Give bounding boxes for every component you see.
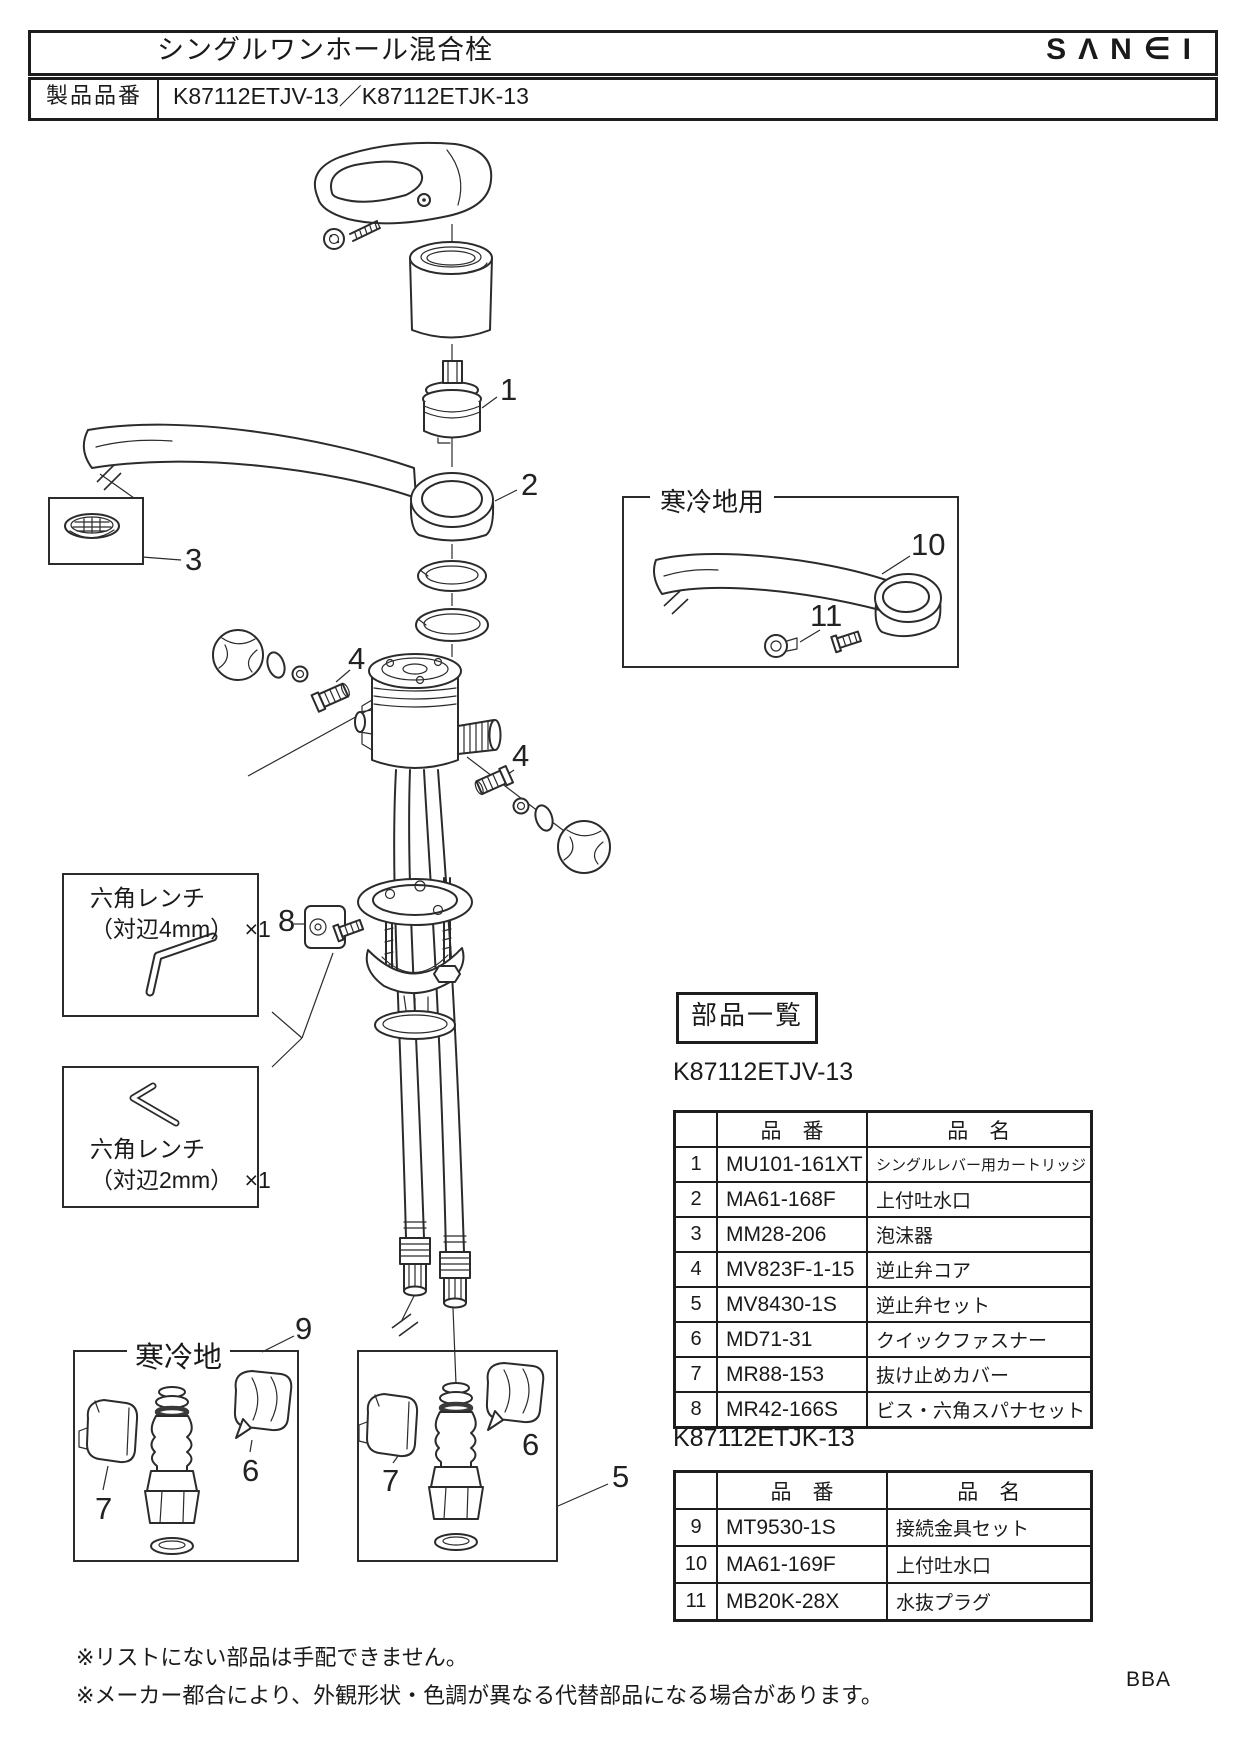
table-row: 11 MB20K-28X 水抜プラグ <box>673 1582 1092 1622</box>
table-row: 9 MT9530-1S 接続金具セット <box>673 1508 1092 1547</box>
table-row: 3 MM28-206 泡沫器 <box>673 1216 1092 1253</box>
product-number-label: 製品品番 <box>31 80 159 118</box>
hex2-label-line2: （対辺2mm） ×1 <box>90 1167 271 1193</box>
aerator-box <box>48 497 144 565</box>
table-row: 4 MV823F-1-15 逆止弁コア <box>673 1251 1092 1288</box>
hex4-label-line1: 六角レンチ <box>90 885 205 911</box>
table-header-row: 品 番 品 名 <box>673 1110 1092 1148</box>
parts-list-title-box: 部品一覧 <box>676 992 818 1044</box>
callout-cold-spout: 10 <box>911 527 946 562</box>
col-header-part-number: 品 番 <box>716 1110 868 1148</box>
cold-region-set-label: 寒冷地 <box>127 1334 231 1376</box>
table-header-row: 品 番 品 名 <box>673 1470 1092 1510</box>
table-row: 5 MV8430-1S 逆止弁セット <box>673 1286 1092 1323</box>
hex4-label-line2: （対辺4mm） ×1 <box>90 916 271 942</box>
col-header-part-name: 品 名 <box>886 1470 1092 1510</box>
callout-connector-set: 9 <box>295 1311 313 1346</box>
table-row: 1 MU101-161XT シングルレバー用カートリッジ <box>673 1146 1092 1183</box>
product-number-bar: 製品品番 K87112ETJV-13／K87112ETJK-13 <box>28 77 1218 121</box>
callout-screw-set: 8 <box>278 903 296 938</box>
table-row: 2 MA61-168F 上付吐水口 <box>673 1181 1092 1218</box>
callout-check-set: 5 <box>612 1459 630 1494</box>
hex-wrench-4mm-box: 六角レンチ （対辺4mm） ×1 <box>62 873 271 1017</box>
cold-region-spout-box: 寒冷地用 <box>622 482 959 668</box>
callout-cartridge: 1 <box>500 372 518 407</box>
table-row: 10 MA61-169F 上付吐水口 <box>673 1545 1092 1584</box>
table-row: 6 MD71-31 クイックファスナー <box>673 1321 1092 1358</box>
parts-table-etjk: 品 番 品 名 9 MT9530-1S 接続金具セット 10 MA61-169F… <box>673 1470 1093 1622</box>
product-number-value: K87112ETJV-13／K87112ETJK-13 <box>173 83 529 109</box>
table-row: 8 MR42-166S ビス・六角スパナセット <box>673 1391 1092 1429</box>
parts-table-etjv: 品 番 品 名 1 MU101-161XT シングルレバー用カートリッジ 2 M… <box>673 1110 1093 1429</box>
hex-wrench-2mm-box: 六角レンチ （対辺2mm） ×1 <box>62 1066 271 1208</box>
callout-fastener-left: 6 <box>242 1453 260 1488</box>
page-title: シングルワンホール混合栓 <box>157 35 493 65</box>
cold-region-set-box: 寒冷地 <box>73 1334 299 1562</box>
callout-check-core-right: 4 <box>512 738 530 773</box>
callout-check-core-left: 4 <box>348 641 366 676</box>
note-1: ※リストにない部品は手配できません。 <box>76 1645 468 1670</box>
callout-cover-mid: 7 <box>382 1463 400 1498</box>
callout-aerator: 3 <box>185 542 203 577</box>
col-header-part-number: 品 番 <box>716 1470 888 1510</box>
check-valve-set-box <box>357 1350 558 1562</box>
callout-cover-left: 7 <box>95 1491 113 1526</box>
title-bar: シングルワンホール混合栓 SΛN∈I <box>28 30 1218 76</box>
footer-code: BBA <box>1126 1668 1172 1691</box>
model-number-2: K87112ETJK-13 <box>673 1424 855 1452</box>
note-2: ※メーカー都合により、外観形状・色調が異なる代替部品になる場合があります。 <box>76 1683 883 1708</box>
hex2-label-line1: 六角レンチ <box>90 1136 205 1162</box>
cold-region-spout-label: 寒冷地用 <box>650 482 775 519</box>
col-header-part-name: 品 名 <box>866 1110 1092 1148</box>
callout-drain-plug: 11 <box>810 598 843 633</box>
sanei-logo: SΛN∈I <box>1046 33 1203 66</box>
model-number-1: K87112ETJV-13 <box>673 1058 854 1086</box>
callout-fastener-mid: 6 <box>522 1427 540 1462</box>
callout-spout: 2 <box>521 467 539 502</box>
table-row: 7 MR88-153 抜け止めカバー <box>673 1356 1092 1393</box>
parts-list-title: 部品一覧 <box>690 1000 803 1030</box>
